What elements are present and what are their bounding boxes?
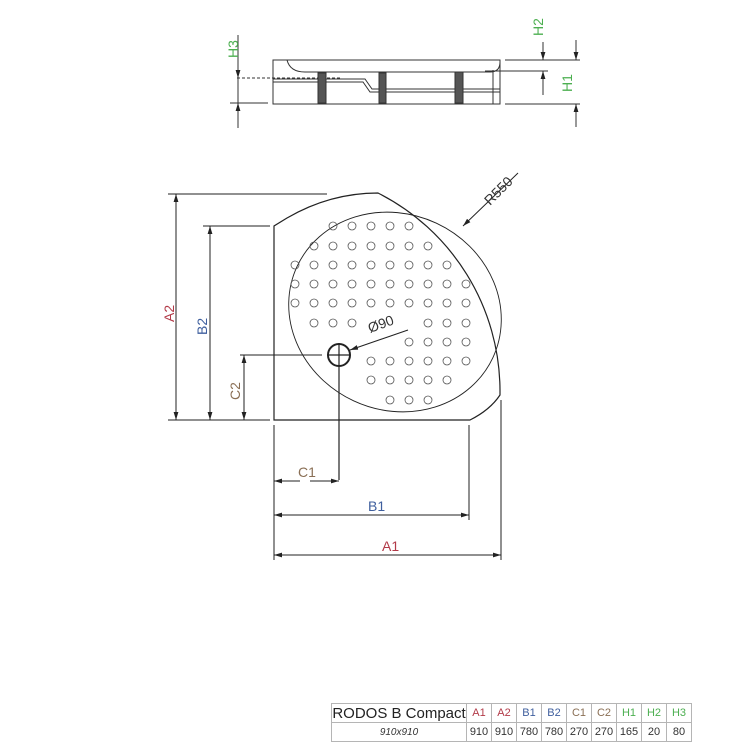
spec-value-row: 910x910 910 910 780 780 270 270 165 20 8… [331, 722, 692, 742]
header-H1: H1 [616, 703, 642, 723]
label-B2: B2 [194, 318, 210, 335]
plan-view [273, 192, 502, 480]
label-drain-diameter: Ø90 [366, 312, 397, 336]
label-H1: H1 [559, 74, 575, 92]
header-A1: A1 [466, 703, 492, 723]
spec-header-row: RODOS B Compact A1 A2 B1 B2 C1 C2 H1 H2 … [331, 703, 692, 723]
value-B1: 780 [516, 722, 542, 742]
header-B1: B1 [516, 703, 542, 723]
spec-table: RODOS B Compact A1 A2 B1 B2 C1 C2 H1 H2 … [331, 703, 692, 742]
header-H3: H3 [666, 703, 692, 723]
label-A1: A1 [382, 538, 399, 554]
model-name: RODOS B Compact [331, 703, 467, 723]
value-A1: 910 [466, 722, 492, 742]
value-B2: 780 [541, 722, 567, 742]
header-C1: C1 [566, 703, 592, 723]
value-H3: 80 [666, 722, 692, 742]
label-C2: C2 [227, 382, 243, 400]
model-size: 910x910 [331, 722, 467, 742]
header-B2: B2 [541, 703, 567, 723]
value-A2: 910 [491, 722, 517, 742]
label-C1: C1 [298, 464, 316, 480]
label-B1: B1 [368, 498, 385, 514]
side-view [230, 35, 580, 128]
dimension-lines [168, 172, 519, 560]
label-A2: A2 [161, 305, 177, 322]
label-H3: H3 [225, 40, 241, 58]
label-radius: R550 [481, 173, 516, 208]
header-H2: H2 [641, 703, 667, 723]
anti-slip-dots [290, 221, 471, 405]
header-A2: A2 [491, 703, 517, 723]
value-H1: 165 [616, 722, 642, 742]
label-H2: H2 [530, 18, 546, 36]
value-C1: 270 [566, 722, 592, 742]
adjustable-foot-icon [317, 71, 464, 104]
header-C2: C2 [591, 703, 617, 723]
value-H2: 20 [641, 722, 667, 742]
value-C2: 270 [591, 722, 617, 742]
